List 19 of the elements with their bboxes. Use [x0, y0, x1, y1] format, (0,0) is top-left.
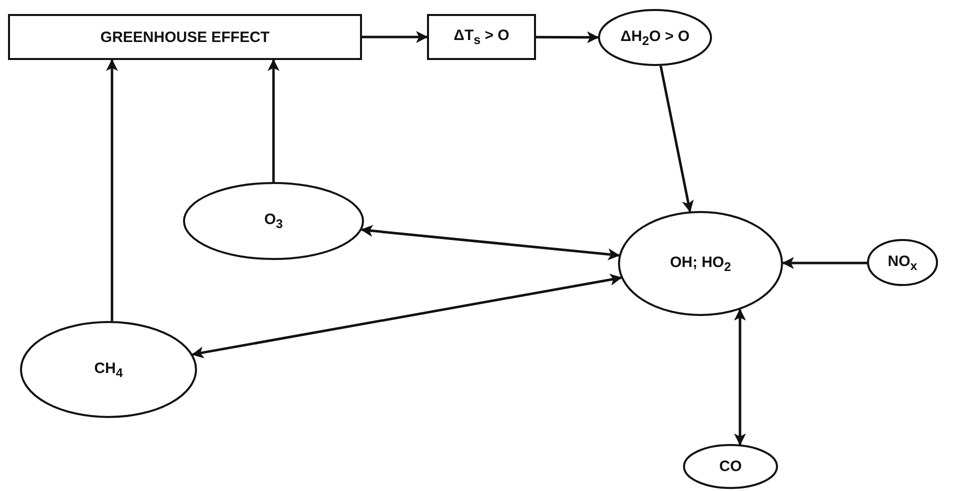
node-label: CO: [719, 458, 742, 475]
node-label: OH; HO$_{2}$: [670, 254, 732, 274]
arrow: [782, 257, 867, 269]
node-label: ΔT$_{s}$ > O: [454, 27, 510, 47]
arrow: [360, 224, 620, 260]
node-label: GREENHOUSE EFFECT: [100, 28, 270, 46]
arrow: [362, 31, 428, 43]
arrow: [268, 59, 280, 182]
node-label: NO$_{x}$: [888, 252, 918, 272]
node-label: O$_{3}$: [264, 211, 283, 231]
arrow: [734, 308, 746, 446]
process-box: [427, 14, 536, 60]
node-label: CH$_{4}$: [94, 360, 123, 380]
arrow: [192, 274, 622, 358]
arrow: [659, 66, 694, 212]
node-label: ΔH$_{2}$O > O: [620, 28, 690, 48]
arrow: [536, 31, 599, 44]
process-box: [8, 14, 362, 60]
arrow: [106, 59, 118, 322]
